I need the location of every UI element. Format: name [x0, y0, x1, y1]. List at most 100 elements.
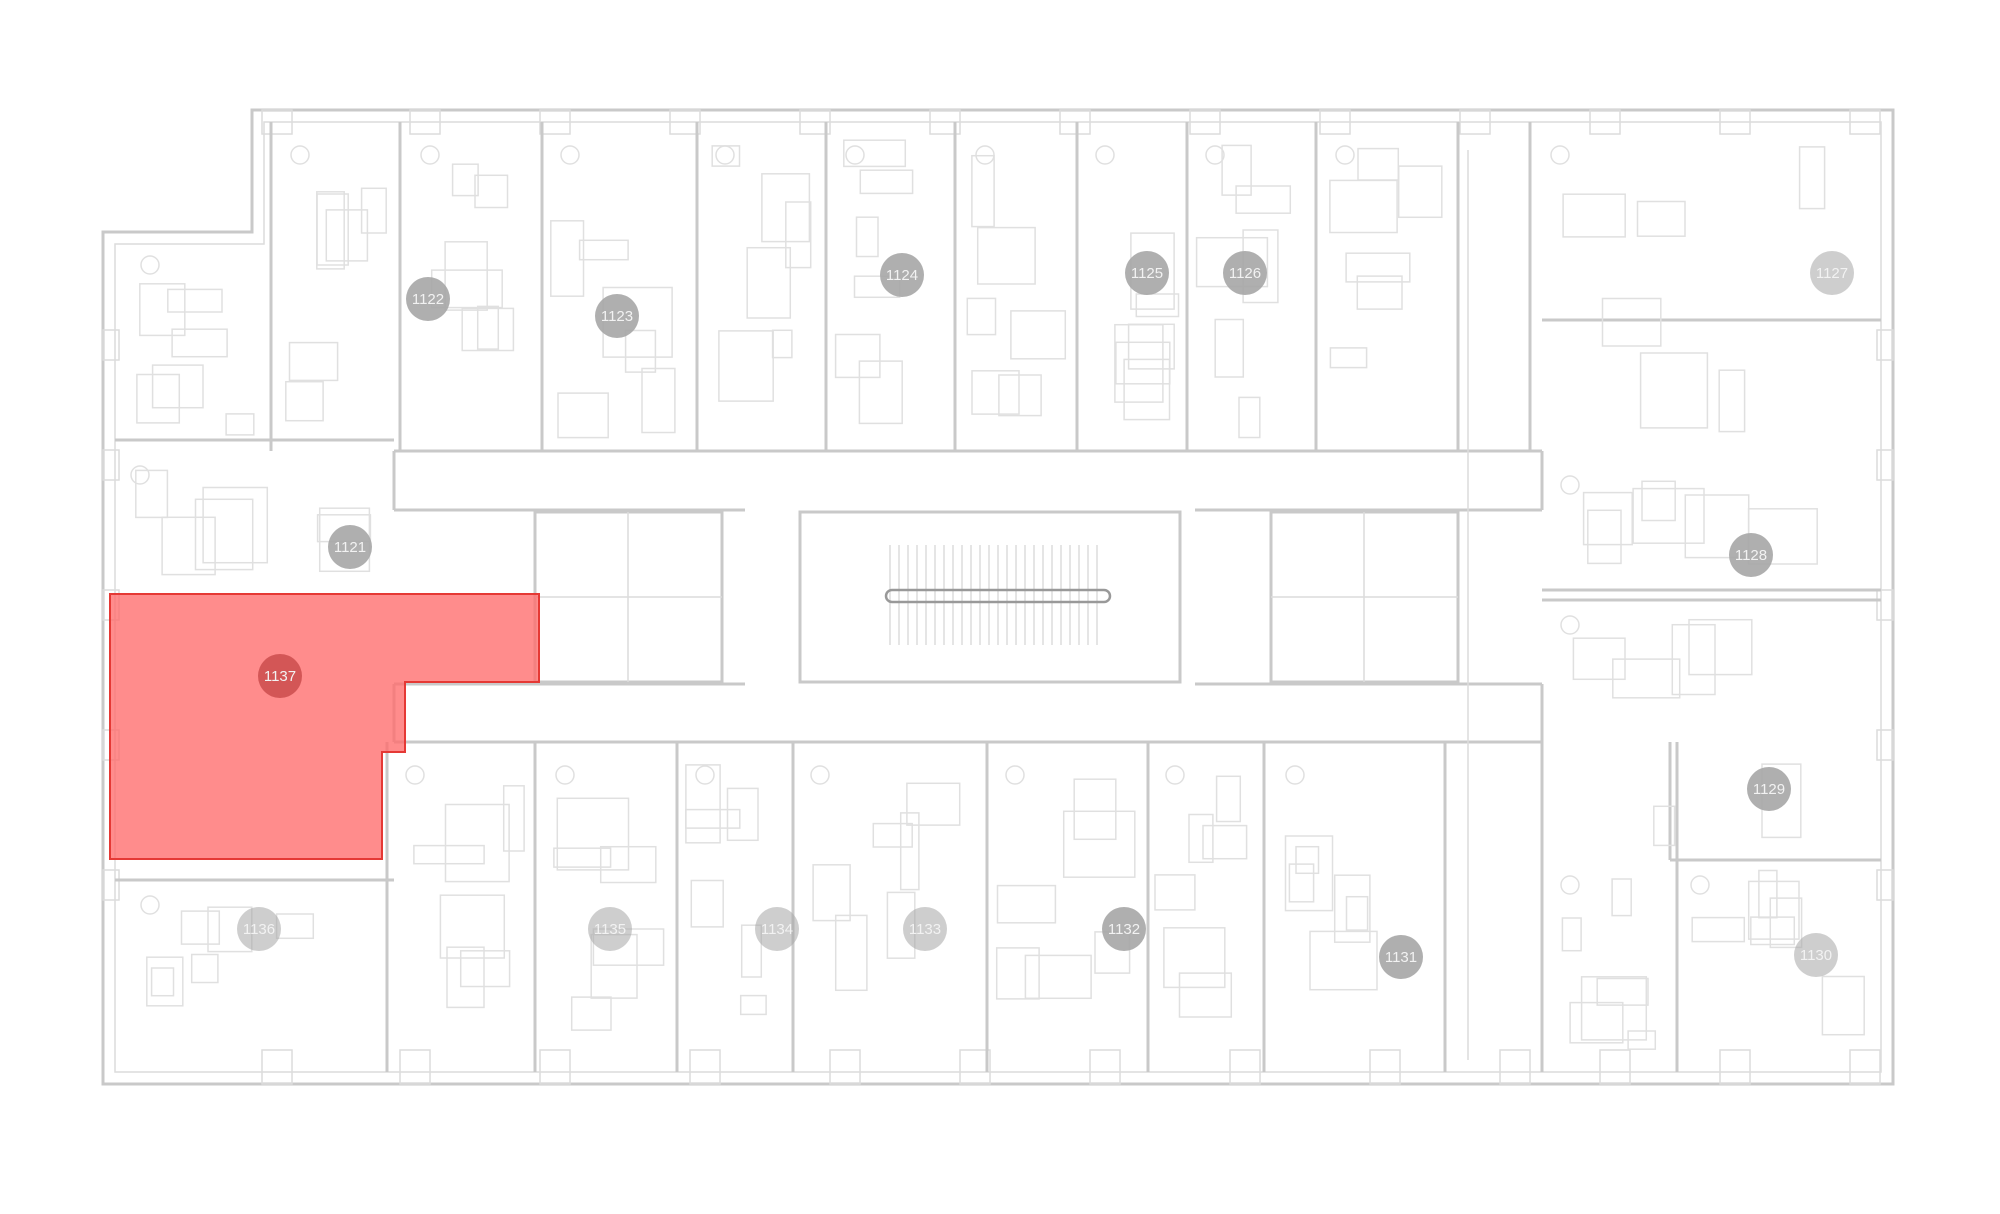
corridor-ends	[392, 451, 1544, 742]
furniture-item	[843, 139, 907, 168]
unit-number: 1121	[334, 539, 366, 556]
furniture-item	[285, 380, 324, 422]
plant-icon	[555, 765, 575, 785]
furniture-item	[1154, 874, 1196, 911]
furniture-item	[685, 764, 721, 844]
furniture-item	[859, 169, 914, 195]
unit-badge-1135[interactable]: 1135	[588, 907, 632, 951]
window-pier	[959, 1049, 991, 1085]
unit-badge-1132[interactable]: 1132	[1102, 907, 1146, 951]
unit-badge-1127[interactable]: 1127	[1810, 251, 1854, 295]
window-pier	[1229, 1049, 1261, 1085]
stair-handrail	[884, 588, 1112, 604]
furniture-item	[1582, 491, 1633, 546]
furniture-item	[1010, 310, 1067, 360]
unit-badge-1134[interactable]: 1134	[755, 907, 799, 951]
unit-badge-1123[interactable]: 1123	[595, 294, 639, 338]
window-pier	[1876, 869, 1894, 901]
furniture-item	[976, 226, 1036, 285]
furniture-item	[578, 239, 629, 261]
furniture-item	[451, 163, 479, 197]
selected-apartment-highlight[interactable]	[109, 593, 540, 860]
furniture-item	[146, 956, 184, 1007]
furniture-item	[1024, 954, 1092, 1000]
plant-icon	[1335, 145, 1355, 165]
furniture-item	[1202, 824, 1248, 860]
unit-badge-1122[interactable]: 1122	[406, 277, 450, 321]
furniture-item	[740, 924, 763, 978]
furniture-item	[641, 367, 676, 434]
unit-badge-1136[interactable]: 1136	[237, 907, 281, 951]
unit-badge-circle	[1379, 935, 1423, 979]
furniture-item	[1397, 165, 1443, 219]
unit-number: 1126	[1229, 265, 1261, 282]
furniture-item	[446, 946, 485, 1009]
furniture-item	[1798, 146, 1826, 210]
window-pier	[1719, 109, 1751, 135]
furniture-item	[1345, 895, 1369, 931]
furniture-item	[1238, 396, 1261, 439]
furniture-item	[459, 950, 511, 988]
furniture-item	[998, 374, 1042, 417]
unit-badge-1125[interactable]: 1125	[1125, 251, 1169, 295]
unit-badge-1133[interactable]: 1133	[903, 907, 947, 951]
unit-badge-1126[interactable]: 1126	[1223, 251, 1267, 295]
furniture-item	[1178, 972, 1233, 1018]
furniture-item	[1215, 775, 1242, 823]
unit-badge-1131[interactable]: 1131	[1379, 935, 1423, 979]
furniture-item	[444, 803, 510, 883]
plant-icon	[140, 895, 160, 915]
plant-icon	[810, 765, 830, 785]
unit-number: 1122	[412, 291, 444, 308]
plant-icon	[1095, 145, 1115, 165]
furniture-item	[1188, 813, 1214, 864]
window-pier	[1849, 109, 1881, 135]
furniture-item	[1221, 144, 1252, 196]
apartment-walls	[115, 318, 1881, 882]
window-pier	[1849, 1049, 1881, 1085]
furniture-item	[194, 498, 254, 571]
furniture-item	[1062, 810, 1136, 878]
unit-badge-1129[interactable]: 1129	[1747, 767, 1791, 811]
plant-icon	[1205, 145, 1225, 165]
window-pier	[1319, 109, 1351, 135]
window-pier	[539, 109, 571, 135]
furniture-item	[739, 994, 767, 1016]
unit-number: 1137	[264, 668, 296, 685]
furniture-item	[1750, 916, 1796, 946]
furniture-item	[1653, 805, 1676, 847]
plant-icon	[1560, 475, 1580, 495]
unit-badge-circle	[903, 907, 947, 951]
unit-badge-1121[interactable]: 1121	[328, 525, 372, 569]
window-pier	[1059, 109, 1091, 135]
furniture-item	[413, 844, 485, 865]
unit-badge-1124[interactable]: 1124	[880, 253, 924, 297]
furniture-item	[1288, 863, 1315, 903]
unit-badge-circle	[1102, 907, 1146, 951]
unit-badge-1130[interactable]: 1130	[1794, 933, 1838, 977]
window-pier	[799, 109, 831, 135]
furniture-item	[1123, 358, 1171, 421]
unit-badge-1137[interactable]: 1137	[258, 654, 302, 698]
furniture-item	[1691, 916, 1746, 943]
plant-icon	[695, 765, 715, 785]
furniture-item	[971, 370, 1020, 415]
furniture-item	[288, 341, 339, 382]
furniture-item	[834, 333, 881, 379]
furniture-item	[966, 297, 997, 336]
furniture-item	[474, 174, 509, 209]
furniture-item	[161, 516, 216, 576]
unit-badge-1128[interactable]: 1128	[1729, 533, 1773, 577]
furniture-item	[1587, 509, 1622, 565]
unit-badge-circle	[1223, 251, 1267, 295]
plant-icon	[715, 145, 735, 165]
furniture-item	[1562, 193, 1626, 238]
furniture-item	[1639, 352, 1709, 429]
unit-badge-circle	[406, 277, 450, 321]
unit-badge-circle	[588, 907, 632, 951]
unit-number: 1124	[886, 267, 918, 284]
furniture-item	[785, 201, 812, 269]
unit-badge-circle	[1810, 251, 1854, 295]
furniture-item	[325, 209, 369, 262]
furniture-item	[1309, 930, 1378, 991]
